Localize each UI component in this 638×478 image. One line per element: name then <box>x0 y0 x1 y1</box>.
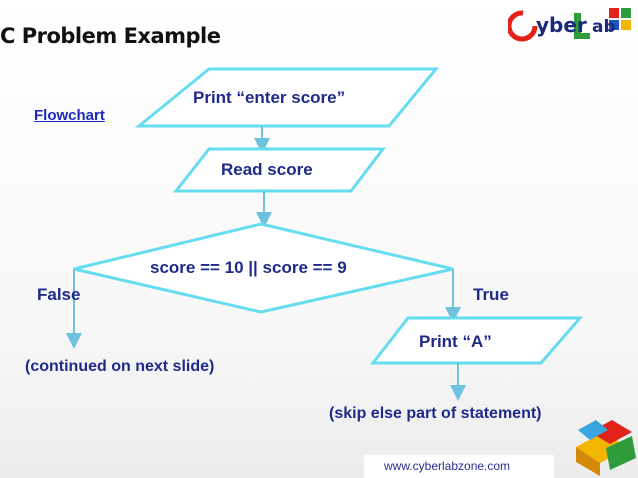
decision-diamond <box>73 222 454 314</box>
cube-decoration <box>576 420 636 476</box>
cyberlab-logo: yber ab <box>506 5 634 43</box>
print-a-text: Print “A” <box>419 332 492 351</box>
true-branch-note: (skip else part of statement) <box>329 405 542 422</box>
read-score-shape <box>172 147 387 193</box>
false-label: False <box>37 285 81 304</box>
read-score-text: Read score <box>221 160 313 179</box>
logo-graphic <box>506 8 631 42</box>
decision-text: score == 10 || score == 9 <box>150 258 347 277</box>
footer-bar <box>364 455 554 478</box>
print-prompt-shape <box>134 67 440 128</box>
logo-word-ab: ab <box>592 17 616 37</box>
flowchart-heading: Flowchart <box>34 107 105 124</box>
footer-url[interactable]: www.cyberlabzone.com <box>384 459 511 473</box>
false-branch-note: (continued on next slide) <box>25 358 215 375</box>
page-title: C Problem Example <box>0 24 221 48</box>
true-label: True <box>473 285 509 304</box>
logo-word-yber: yber <box>536 13 587 37</box>
print-prompt-text: Print “enter score” <box>193 88 346 107</box>
print-a-shape <box>369 316 584 365</box>
